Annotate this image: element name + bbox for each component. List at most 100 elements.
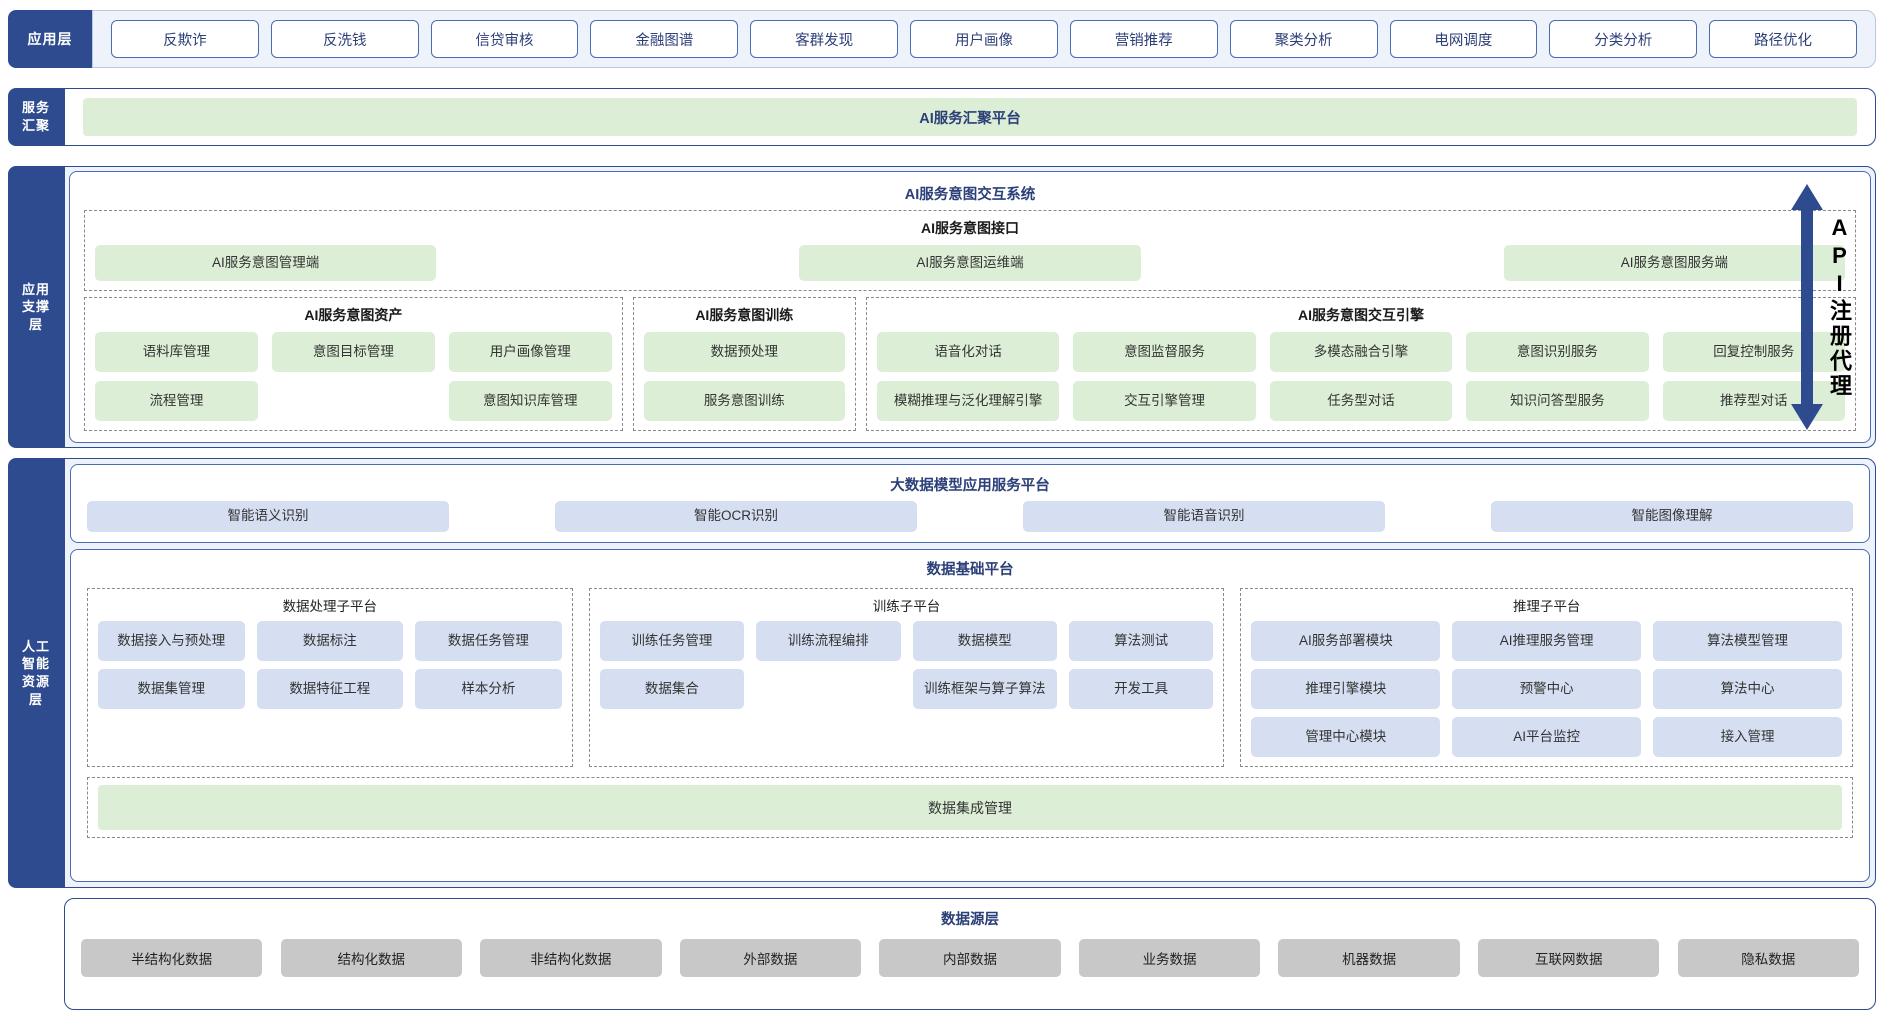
app-item-grid[interactable]: 电网调度 (1389, 20, 1538, 58)
src-machine[interactable]: 机器数据 (1278, 939, 1460, 977)
engine-intent-recognition[interactable]: 意图识别服务 (1466, 332, 1649, 372)
data-processing-title: 数据处理子平台 (282, 599, 378, 614)
data-foundation-subplatforms: 数据处理子平台 数据接入与预处理 数据标注 数据任务管理 数据集管理 数据特征工… (87, 588, 1853, 767)
infer-alert-center[interactable]: 预警中心 (1452, 669, 1642, 709)
data-integration-mgmt[interactable]: 数据集成管理 (98, 785, 1842, 830)
asset-process-mgmt[interactable]: 流程管理 (95, 381, 258, 421)
infer-algo-model-mgmt[interactable]: 算法模型管理 (1653, 621, 1842, 661)
engine-kb-qa-service[interactable]: 知识问答型服务 (1466, 381, 1649, 421)
model-image-understanding[interactable]: 智能图像理解 (1490, 501, 1853, 532)
engine-reply-control[interactable]: 回复控制服务 (1662, 332, 1845, 372)
asset-intent-target[interactable]: 意图目标管理 (271, 332, 435, 372)
data-foundation-title: 数据基础平台 (926, 562, 1014, 578)
proc-data-labeling[interactable]: 数据标注 (256, 621, 404, 661)
double-arrow-icon (1790, 184, 1824, 430)
model-semantic-recognition[interactable]: 智能语义识别 (87, 501, 450, 532)
training-subplatform-title: 训练子平台 (872, 599, 941, 614)
app-item-credit[interactable]: 信贷审核 (430, 20, 579, 58)
train-dev-tools[interactable]: 开发工具 (1068, 669, 1214, 709)
intent-assets-tiles: 语料库管理 意图目标管理 用户画像管理 流程管理 意图知识库管理 (95, 332, 612, 421)
engine-fuzzy-reasoning[interactable]: 模糊推理与泛化理解引擎 (876, 381, 1060, 421)
engine-task-dialog[interactable]: 任务型对话 (1269, 381, 1453, 421)
proc-task-mgmt[interactable]: 数据任务管理 (415, 621, 562, 661)
proc-dataset-mgmt[interactable]: 数据集管理 (98, 669, 245, 709)
proc-feature-eng[interactable]: 数据特征工程 (256, 669, 404, 709)
ai-resource-band: 人工 智能 资源 层 大数据模型应用服务平台 智能语义识别 智能OCR识别 智能… (8, 458, 1876, 888)
proc-sample-analysis[interactable]: 样本分析 (415, 669, 562, 709)
src-privacy[interactable]: 隐私数据 (1677, 939, 1859, 977)
app-item-marketing[interactable]: 营销推荐 (1069, 20, 1218, 58)
intent-training-title: AI服务意图训练 (695, 307, 794, 323)
train-framework-ops[interactable]: 训练框架与算子算法 (912, 669, 1057, 709)
train-data-preprocess[interactable]: 数据预处理 (643, 332, 845, 372)
model-speech-recognition[interactable]: 智能语音识别 (1022, 501, 1385, 532)
data-processing-tiles: 数据接入与预处理 数据标注 数据任务管理 数据集管理 数据特征工程 样本分析 (98, 621, 562, 709)
engine-multimodal-fusion[interactable]: 多模态融合引擎 (1269, 332, 1453, 372)
intent-assets-box: AI服务意图资产 语料库管理 意图目标管理 用户画像管理 流程管理 意图知识库管… (84, 297, 623, 431)
ai-resource-label: 人工 智能 资源 层 (8, 458, 64, 888)
intent-training-box: AI服务意图训练 数据预处理 服务意图训练 (632, 297, 856, 431)
ai-service-aggregation-platform[interactable]: AI服务汇聚平台 (83, 98, 1857, 136)
app-item-segment[interactable]: 客群发现 (750, 20, 899, 58)
intent-interface-box: AI服务意图接口 AI服务意图管理端 AI服务意图运维端 AI服务意图服务端 (84, 210, 1856, 291)
data-source-title: 数据源层 (941, 912, 999, 928)
application-layer-band: 应用层 反欺诈 反洗钱 信贷审核 金融图谱 客群发现 用户画像 营销推荐 聚类分… (8, 10, 1876, 68)
service-aggregation-label: 服务 汇聚 (8, 88, 64, 146)
asset-user-profile[interactable]: 用户画像管理 (448, 332, 612, 372)
intent-service-client[interactable]: AI服务意图服务端 (1503, 245, 1845, 281)
support-label-line1: 应用 (21, 281, 50, 297)
src-internet[interactable]: 互联网数据 (1478, 939, 1660, 977)
asset-intent-kb-mgmt[interactable]: 意图知识库管理 (448, 381, 612, 421)
intent-training-tiles: 数据预处理 服务意图训练 (643, 332, 845, 421)
application-layer-label: 应用层 (8, 10, 92, 68)
app-item-profile[interactable]: 用户画像 (910, 20, 1058, 58)
intent-assets-title: AI服务意图资产 (304, 307, 403, 323)
src-business[interactable]: 业务数据 (1078, 939, 1261, 977)
infer-algo-center[interactable]: 算法中心 (1653, 669, 1842, 709)
train-task-mgmt[interactable]: 训练任务管理 (599, 621, 745, 661)
proc-ingest-preprocess[interactable]: 数据接入与预处理 (98, 621, 245, 661)
infer-engine-module[interactable]: 推理引擎模块 (1251, 669, 1441, 709)
app-item-fin-graph[interactable]: 金融图谱 (590, 20, 739, 58)
src-internal[interactable]: 内部数据 (879, 939, 1061, 977)
inference-subplatform-title: 推理子平台 (1512, 599, 1581, 614)
src-external[interactable]: 外部数据 (679, 939, 862, 977)
data-source-body: 数据源层 半结构化数据 结构化数据 非结构化数据 外部数据 内部数据 业务数据 … (64, 898, 1876, 1010)
app-item-clustering[interactable]: 聚类分析 (1229, 20, 1378, 58)
data-source-band: 数据源层 半结构化数据 结构化数据 非结构化数据 外部数据 内部数据 业务数据 … (8, 898, 1876, 1010)
src-unstructured[interactable]: 非结构化数据 (480, 939, 662, 977)
app-item-classify[interactable]: 分类分析 (1549, 20, 1698, 58)
app-item-fraud[interactable]: 反欺诈 (111, 20, 259, 58)
infer-deploy-module[interactable]: AI服务部署模块 (1251, 621, 1441, 661)
infer-mgmt-center[interactable]: 管理中心模块 (1251, 717, 1441, 757)
engine-voice-dialog[interactable]: 语音化对话 (876, 332, 1060, 372)
support-label-line2: 支撑 (21, 299, 50, 315)
bigdata-model-platform-title: 大数据模型应用服务平台 (890, 478, 1050, 494)
train-data-model[interactable]: 数据模型 (912, 621, 1057, 661)
intent-admin-client[interactable]: AI服务意图管理端 (95, 245, 437, 281)
train-dataset-group[interactable]: 数据集合 (599, 669, 745, 709)
train-algo-test[interactable]: 算法测试 (1068, 621, 1214, 661)
infer-platform-monitor[interactable]: AI平台监控 (1452, 717, 1642, 757)
app-item-aml[interactable]: 反洗钱 (270, 20, 419, 58)
train-flow-orchestra[interactable]: 训练流程编排 (756, 621, 901, 661)
data-source-tiles: 半结构化数据 结构化数据 非结构化数据 外部数据 内部数据 业务数据 机器数据 … (81, 939, 1859, 977)
app-item-routing[interactable]: 路径优化 (1709, 20, 1857, 58)
intent-ops-client[interactable]: AI服务意图运维端 (799, 245, 1141, 281)
intent-engine-tiles: 语音化对话 意图监督服务 多模态融合引擎 意图识别服务 回复控制服务 模糊推理与… (876, 332, 1845, 421)
src-structured[interactable]: 结构化数据 (280, 939, 462, 977)
model-ocr-recognition[interactable]: 智能OCR识别 (554, 501, 917, 532)
infer-service-mgmt[interactable]: AI推理服务管理 (1452, 621, 1642, 661)
intent-interface-tiles: AI服务意图管理端 AI服务意图运维端 AI服务意图服务端 (95, 245, 1845, 281)
src-semi-structured[interactable]: 半结构化数据 (81, 939, 263, 977)
data-processing-subplatform: 数据处理子平台 数据接入与预处理 数据标注 数据任务管理 数据集管理 数据特征工… (87, 588, 573, 767)
engine-mgmt[interactable]: 交互引擎管理 (1073, 381, 1256, 421)
asset-corpus-mgmt[interactable]: 语料库管理 (95, 332, 258, 372)
train-service-intent[interactable]: 服务意图训练 (643, 381, 845, 421)
training-subplatform: 训练子平台 训练任务管理 训练流程编排 数据模型 算法测试 数据集合 训练框架与… (588, 588, 1225, 767)
infer-access-mgmt[interactable]: 接入管理 (1653, 717, 1842, 757)
service-aggregation-body: AI服务汇聚平台 (64, 88, 1876, 146)
intent-engine-title: AI服务意图交互引擎 (1297, 307, 1424, 323)
api-agent-label: API注册代理 (1827, 215, 1852, 399)
engine-intent-supervision[interactable]: 意图监督服务 (1073, 332, 1256, 372)
